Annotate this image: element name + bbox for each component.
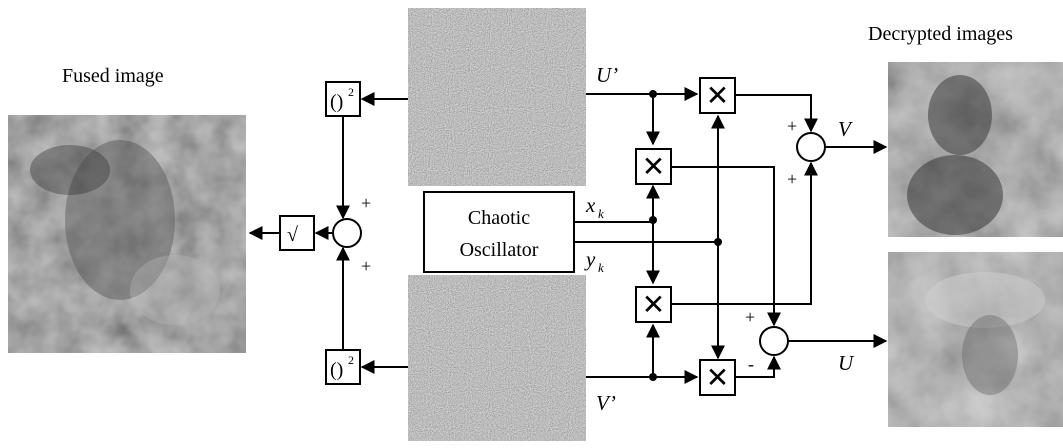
svg-text:✕: ✕ xyxy=(706,363,729,394)
plus-sign-left-bottom: + xyxy=(361,256,371,276)
multiplier-upper-middle: ✕ xyxy=(635,148,672,185)
svg-text:(): () xyxy=(330,91,343,113)
plus-sign-v-top: + xyxy=(787,116,797,136)
decrypted-images-caption: Decrypted images xyxy=(868,23,1013,45)
multiplier-bottom-right: ✕ xyxy=(699,359,736,396)
encrypted-image-bottom xyxy=(408,275,586,441)
x-k-label: x k xyxy=(585,193,604,221)
output-v-label: V xyxy=(838,117,853,141)
sum-node-left xyxy=(332,218,362,248)
plus-sign-u-top: + xyxy=(745,307,755,327)
svg-text:y: y xyxy=(584,247,596,271)
svg-text:(): () xyxy=(330,359,343,381)
output-u-label: U xyxy=(838,351,855,375)
sum-node-u xyxy=(759,326,789,356)
decrypted-image-lena xyxy=(888,252,1063,427)
svg-text:x: x xyxy=(585,193,596,217)
fused-image xyxy=(8,115,246,353)
decrypted-image-pirate xyxy=(888,62,1063,237)
svg-text:✕: ✕ xyxy=(642,152,665,183)
fused-image-caption: Fused image xyxy=(62,65,164,87)
svg-text:✕: ✕ xyxy=(706,81,729,112)
plus-sign-left-top: + xyxy=(361,193,371,213)
sum-node-v xyxy=(796,132,826,162)
multiplier-lower-middle: ✕ xyxy=(635,286,672,323)
svg-text:k: k xyxy=(598,206,604,221)
encrypted-image-top xyxy=(408,8,586,186)
svg-text:2: 2 xyxy=(348,85,354,99)
svg-text:2: 2 xyxy=(348,353,354,367)
square-block-bottom: () 2 xyxy=(325,349,361,385)
plus-sign-v-bottom: + xyxy=(787,169,797,189)
v-prime-label: V’ xyxy=(596,391,616,415)
sqrt-block: √ xyxy=(279,215,315,251)
y-k-label: y k xyxy=(584,247,604,275)
square-block-top: () 2 xyxy=(325,81,361,117)
u-prime-label: U’ xyxy=(596,63,618,87)
svg-text:√: √ xyxy=(287,224,298,246)
multiplier-top-right: ✕ xyxy=(699,77,736,114)
svg-text:✕: ✕ xyxy=(642,290,665,321)
svg-text:k: k xyxy=(598,260,604,275)
minus-sign-u-bottom: - xyxy=(748,354,754,374)
svg-text:Oscillator: Oscillator xyxy=(460,239,539,261)
chaotic-oscillator-block: Chaotic Oscillator xyxy=(423,191,575,273)
svg-text:Chaotic: Chaotic xyxy=(468,207,530,229)
